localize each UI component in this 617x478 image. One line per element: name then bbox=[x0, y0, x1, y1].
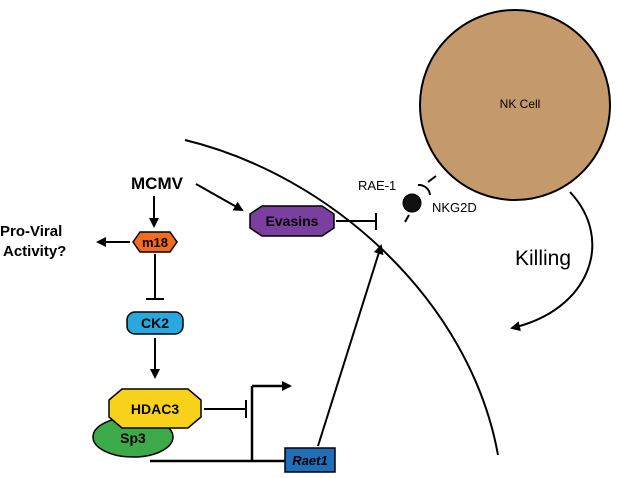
m18-label: m18 bbox=[142, 235, 168, 250]
nkg2d-label: NKG2D bbox=[432, 200, 477, 215]
nkg2d-stem bbox=[427, 175, 437, 183]
evasins-label: Evasins bbox=[266, 213, 319, 229]
cell-membrane bbox=[184, 139, 499, 456]
hdac3-label: HDAC3 bbox=[131, 401, 179, 417]
nk-cell-label: NK Cell bbox=[500, 97, 541, 111]
raet1-gene bbox=[284, 447, 336, 473]
rae1-label: RAE-1 bbox=[358, 178, 396, 193]
mcmv-label: MCMV bbox=[131, 174, 184, 193]
raet1-label: Raet1 bbox=[292, 453, 327, 468]
mcmv-to-evasins-arrow bbox=[195, 183, 244, 211]
rae1-ligand bbox=[402, 193, 422, 213]
evasins-node bbox=[249, 205, 335, 237]
killing-arrow bbox=[510, 191, 594, 332]
nkg2d-receptor bbox=[417, 183, 431, 196]
ck2-label: CK2 bbox=[141, 315, 169, 331]
rae1-stem bbox=[404, 214, 410, 223]
ck2-node bbox=[126, 311, 184, 335]
raet1-to-membrane-arrow bbox=[317, 244, 384, 447]
killing-label: Killing bbox=[515, 247, 571, 270]
sp3-label: Sp3 bbox=[120, 430, 146, 446]
nk-cell bbox=[419, 9, 611, 201]
pro-viral-label-line2: Activity? bbox=[3, 243, 66, 260]
pro-viral-label-line1: Pro-Viral bbox=[0, 223, 62, 240]
hdac3-node bbox=[108, 388, 202, 429]
m18-node bbox=[132, 231, 178, 253]
